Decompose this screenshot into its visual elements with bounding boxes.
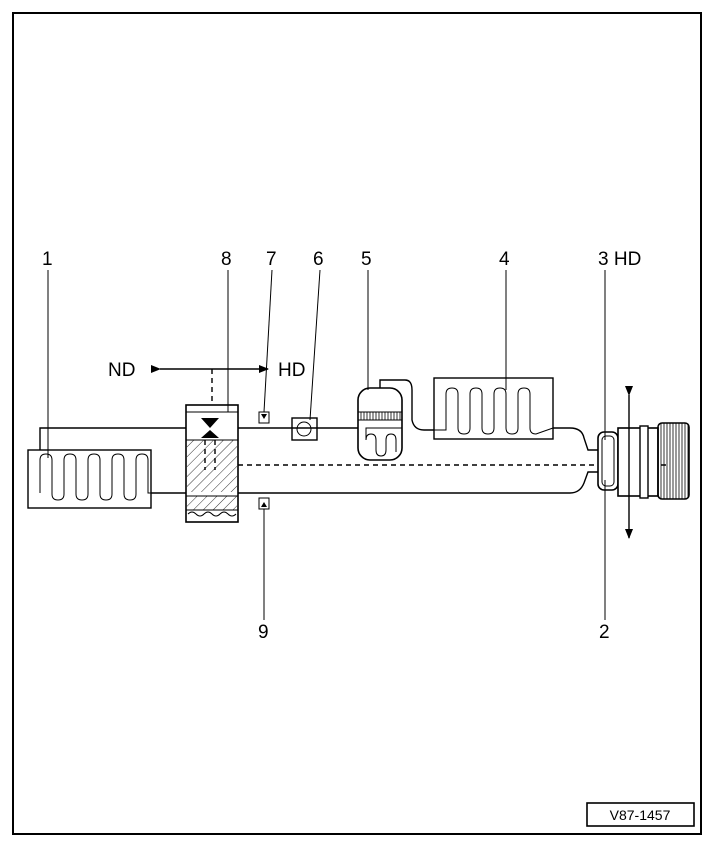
- label-8: 8: [221, 249, 232, 270]
- condenser: [433, 377, 554, 440]
- expansion-valve: [185, 404, 239, 523]
- pressure-direction-arrow: [151, 365, 269, 405]
- label-hd: HD: [278, 360, 305, 381]
- reference-code: V87-1457: [610, 807, 671, 823]
- label-nd: ND: [108, 360, 135, 381]
- label-4: 4: [499, 249, 510, 270]
- evaporator: [27, 449, 152, 509]
- page-frame: [12, 12, 702, 835]
- label-6: 6: [313, 249, 324, 270]
- label-3-hd: 3 HD: [598, 249, 641, 270]
- label-9: 9: [258, 622, 269, 643]
- reference-box: V87-1457: [586, 802, 695, 827]
- compressor: [597, 386, 690, 539]
- service-valve-low: [258, 497, 270, 510]
- pipe-network: [39, 379, 670, 494]
- receiver-drier: [357, 387, 403, 461]
- label-2: 2: [599, 622, 610, 643]
- label-5: 5: [361, 249, 372, 270]
- leader-lines: [47, 269, 606, 620]
- pressure-sensor: [291, 417, 318, 441]
- label-1: 1: [42, 249, 53, 270]
- service-valve-high: [258, 411, 270, 424]
- label-7: 7: [266, 249, 277, 270]
